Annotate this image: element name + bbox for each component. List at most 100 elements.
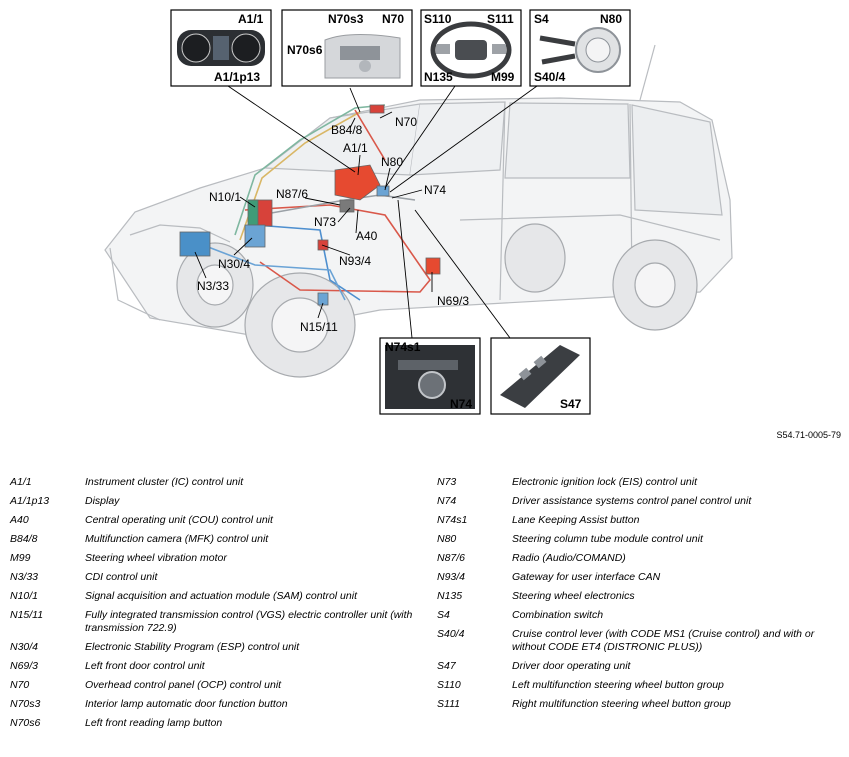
legend-description: Electronic ignition lock (EIS) control u…: [512, 476, 697, 488]
legend-description: Electronic Stability Program (ESP) contr…: [85, 641, 300, 653]
wheels: [176, 223, 698, 378]
legend-code: A40: [10, 514, 29, 526]
inset-label-n70s3: N70s3: [328, 12, 364, 26]
legend-code: N74s1: [437, 514, 468, 526]
inset-overhead-panel: N70s3 N70 N70s6: [281, 9, 413, 87]
legend-description: Lane Keeping Assist button: [512, 514, 640, 526]
legend-code: N70s6: [10, 717, 41, 729]
legend-code: N30/4: [10, 641, 39, 653]
callout-n69-3: N69/3: [437, 294, 469, 308]
legend-description: Steering wheel vibration motor: [85, 552, 227, 564]
legend-row: N70 Overhead control panel (OCP) control …: [10, 679, 420, 692]
legend-description: Radio (Audio/COMAND): [512, 552, 626, 564]
callout-n10-1: N10/1: [209, 190, 241, 204]
legend-description: Cruise control lever (with CODE MS1 (Cru…: [512, 628, 815, 653]
legend-right-column: N73 Electronic ignition lock (EIS) contro…: [437, 476, 842, 717]
legend-row: M99 Steering wheel vibration motor: [10, 552, 420, 565]
legend-row: S4 Combination switch: [437, 609, 842, 622]
legend-description: Left front reading lamp button: [85, 717, 223, 729]
inset-label-n70s6: N70s6: [287, 43, 323, 57]
callout-n3-33: N3/33: [197, 279, 229, 293]
callout-n73: N73: [314, 215, 336, 229]
legend-row: N135 Steering wheel electronics: [437, 590, 842, 603]
inset-label-s47: S47: [560, 397, 582, 411]
legend-code: S110: [437, 679, 461, 691]
callout-n74: N74: [424, 183, 446, 197]
legend-row: A1/1p13 Display: [10, 495, 420, 508]
legend-description: Display: [85, 495, 120, 507]
legend-description: Steering wheel electronics: [512, 590, 635, 602]
legend-code: N93/4: [437, 571, 466, 583]
inset-label-n70: N70: [382, 12, 404, 26]
callout-n70: N70: [395, 115, 417, 129]
legend-row: N73 Electronic ignition lock (EIS) contro…: [437, 476, 842, 489]
inset-label-a1-1p13: A1/1p13: [214, 70, 260, 84]
callout-labels: A1/1 N80 N74 B84/8 N70 N87/6 N73 A40 N10…: [197, 115, 469, 334]
legend-row: N10/1 Signal acquisition and actuation mo…: [10, 590, 420, 603]
inset-label-s40-4: S40/4: [534, 70, 566, 84]
legend-row: N30/4 Electronic Stability Program (ESP) …: [10, 641, 420, 654]
inset-label-s4: S4: [534, 12, 549, 26]
legend-row: N69/3 Left front door control unit: [10, 660, 420, 673]
legend-code: M99: [10, 552, 31, 564]
legend-description: Steering column tube module control unit: [512, 533, 703, 545]
vehicle-network-diagram: A1/1 N80 N74 B84/8 N70 N87/6 N73 A40 N10…: [104, 9, 733, 415]
legend-code: N80: [437, 533, 457, 545]
legend-row: N70s6 Left front reading lamp button: [10, 717, 420, 730]
legend-description: Left multifunction steering wheel button…: [512, 679, 724, 691]
legend-code: S111: [437, 698, 460, 710]
legend-row: N80 Steering column tube module control u…: [437, 533, 842, 546]
legend-description: CDI control unit: [85, 571, 158, 583]
legend-row: S40/4 Cruise control lever (with CODE MS1…: [437, 628, 842, 654]
legend-code: N135: [437, 590, 463, 602]
legend-description: Combination switch: [512, 609, 604, 621]
legend-description: Signal acquisition and actuation module …: [85, 590, 357, 602]
inset-label-s111: S111: [487, 12, 514, 26]
legend-code: N15/11: [10, 609, 44, 621]
figure-reference-code: S54.71-0005-79: [776, 430, 841, 440]
inset-label-s110: S110: [424, 12, 452, 26]
inset-label-a1-1: A1/1: [238, 12, 264, 26]
legend-row: N74 Driver assistance systems control pan…: [437, 495, 842, 508]
legend-row: N87/6 Radio (Audio/COMAND): [437, 552, 842, 565]
legend-row: N74s1 Lane Keeping Assist button: [437, 514, 842, 527]
inset-label-n74: N74: [450, 397, 472, 411]
callout-n80: N80: [381, 155, 403, 169]
legend-code: N70: [10, 679, 30, 691]
legend-code: A1/1: [10, 476, 32, 488]
legend-code: N10/1: [10, 590, 39, 602]
callout-n15-11: N15/11: [300, 320, 338, 334]
legend-description: Instrument cluster (IC) control unit: [85, 476, 244, 488]
legend-code: N69/3: [10, 660, 39, 672]
legend-description: Driver door operating unit: [512, 660, 631, 672]
legend-code: S40/4: [437, 628, 465, 640]
inset-label-n135: N135: [424, 70, 453, 84]
callout-n87-6: N87/6: [276, 187, 308, 201]
inset-door-operating-unit: S47: [490, 337, 591, 415]
legend-code: N70s3: [10, 698, 41, 710]
callout-n30-4: N30/4: [218, 257, 250, 271]
legend-description: Left front door control unit: [85, 660, 205, 672]
legend-code: N73: [437, 476, 457, 488]
inset-driver-assistance-panel: N74s1 N74: [379, 337, 481, 415]
inset-combination-switch: S4 N80 S40/4: [529, 9, 631, 87]
inset-steering-wheel: S110 S111 N135 M99: [420, 9, 522, 87]
legend-row: S110 Left multifunction steering wheel bu…: [437, 679, 842, 692]
callout-a1-1: A1/1: [343, 141, 368, 155]
callout-a40: A40: [356, 229, 378, 243]
legend-description: Interior lamp automatic door function bu…: [85, 698, 288, 710]
legend: A1/1 Instrument cluster (IC) control unit…: [0, 476, 849, 756]
legend-description: Overhead control panel (OCP) control uni…: [85, 679, 282, 691]
legend-row: N70s3 Interior lamp automatic door functi…: [10, 698, 420, 711]
inset-label-m99: M99: [491, 70, 515, 84]
inset-instrument-cluster: A1/1 A1/1p13: [170, 9, 272, 87]
legend-code: N74: [437, 495, 457, 507]
legend-code: N87/6: [437, 552, 466, 564]
legend-description: Driver assistance systems control panel …: [512, 495, 752, 507]
legend-code: A1/1p13: [10, 495, 50, 507]
legend-code: S4: [437, 609, 450, 621]
